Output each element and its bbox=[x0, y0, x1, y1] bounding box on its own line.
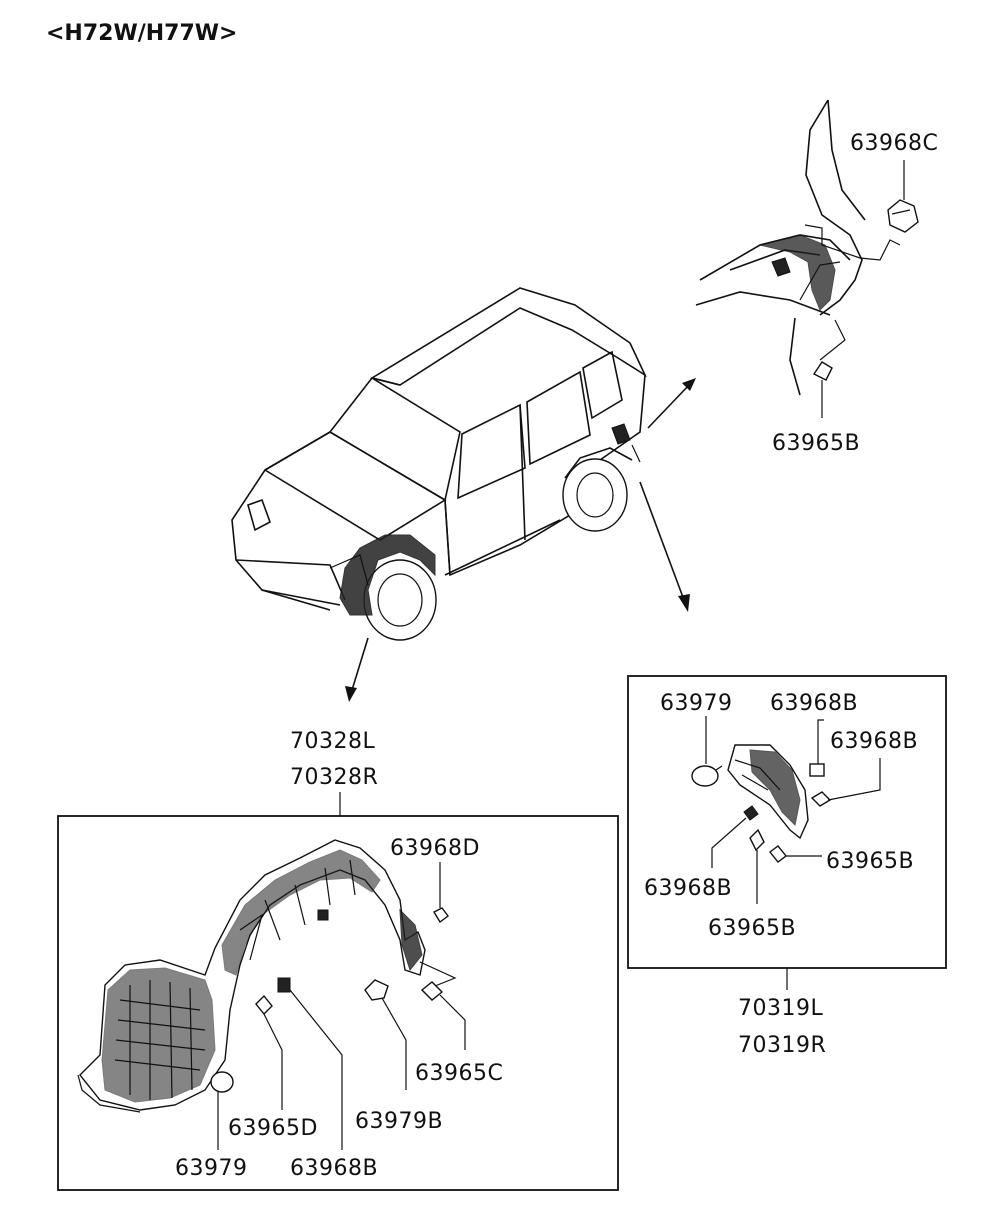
arrow-to-rear-upper bbox=[647, 378, 696, 429]
clip-63968B-front bbox=[277, 977, 343, 1150]
arrow-to-rear-liner bbox=[639, 481, 690, 612]
label-63965B-rear-bottom: 63965B bbox=[708, 916, 796, 941]
label-63965B-upper: 63965B bbox=[772, 431, 860, 456]
clip-63968B-rear-right bbox=[810, 758, 881, 807]
label-63968C: 63968C bbox=[850, 131, 938, 156]
arrow-to-front-liner bbox=[345, 637, 369, 702]
label-63965B-rear-right: 63965B bbox=[826, 849, 914, 874]
screw-63965B-upper bbox=[812, 361, 833, 418]
clip-63968B-rear-top bbox=[809, 719, 825, 777]
clip-63968D bbox=[433, 862, 449, 924]
screw-63965B-rear-right bbox=[769, 845, 822, 863]
clip-63968B-rear-left bbox=[711, 805, 759, 868]
screw-63965D bbox=[255, 994, 283, 1110]
rear-upper-detail bbox=[695, 99, 901, 396]
model-header: <H72W/H77W> bbox=[46, 21, 238, 46]
label-63965C: 63965C bbox=[415, 1061, 503, 1086]
label-63968B-front: 63968B bbox=[290, 1156, 378, 1181]
label-63979-rear: 63979 bbox=[660, 691, 733, 716]
grommet-63979-rear bbox=[691, 716, 723, 787]
label-63968B-rear-left: 63968B bbox=[644, 876, 732, 901]
label-63965D: 63965D bbox=[228, 1116, 318, 1141]
label-70328L: 70328L bbox=[290, 729, 375, 754]
label-70319L: 70319L bbox=[738, 996, 823, 1021]
grommet-63979-front bbox=[210, 1071, 234, 1150]
label-63979-front: 63979 bbox=[175, 1156, 248, 1181]
label-70328R: 70328R bbox=[290, 765, 378, 790]
clip-63979B bbox=[364, 979, 407, 1090]
front-liner-part bbox=[77, 839, 457, 1113]
label-63968B-rear-top: 63968B bbox=[770, 691, 858, 716]
vehicle-outline bbox=[231, 287, 647, 641]
screw-63965C bbox=[420, 981, 466, 1050]
label-63979B: 63979B bbox=[355, 1109, 443, 1134]
label-63968B-rear-right: 63968B bbox=[830, 729, 918, 754]
clip-63968C bbox=[887, 160, 919, 233]
rear-liner-part bbox=[727, 744, 809, 840]
screw-63965B-rear-bottom bbox=[749, 828, 765, 904]
label-70319R: 70319R bbox=[738, 1033, 826, 1058]
front-liner-box bbox=[57, 815, 619, 1191]
label-63968D: 63968D bbox=[390, 836, 480, 861]
